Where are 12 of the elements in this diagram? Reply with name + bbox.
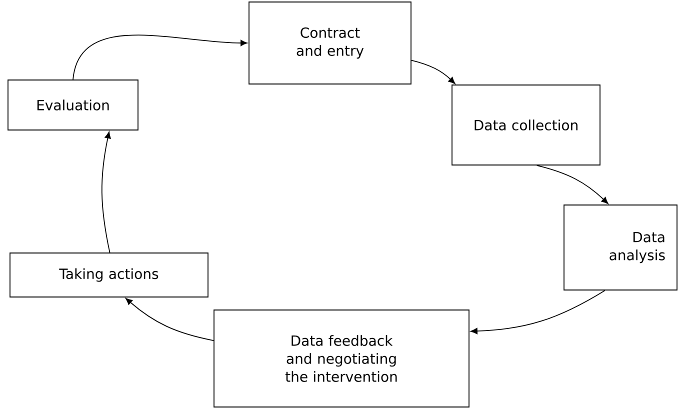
process-box: Data feedback and negotiating the intervention [214, 310, 470, 408]
process-box: Taking actions [10, 252, 208, 298]
arrow [101, 132, 111, 253]
process-box: Data analysis [564, 204, 678, 290]
process-box: Evaluation [8, 80, 138, 130]
arrow [536, 165, 608, 204]
arrow [72, 34, 248, 80]
arrow [411, 60, 456, 84]
arrow [126, 298, 214, 341]
process-box: Contract and entry [248, 2, 412, 84]
arrow [470, 290, 606, 334]
process-box: Data collection [452, 84, 600, 166]
